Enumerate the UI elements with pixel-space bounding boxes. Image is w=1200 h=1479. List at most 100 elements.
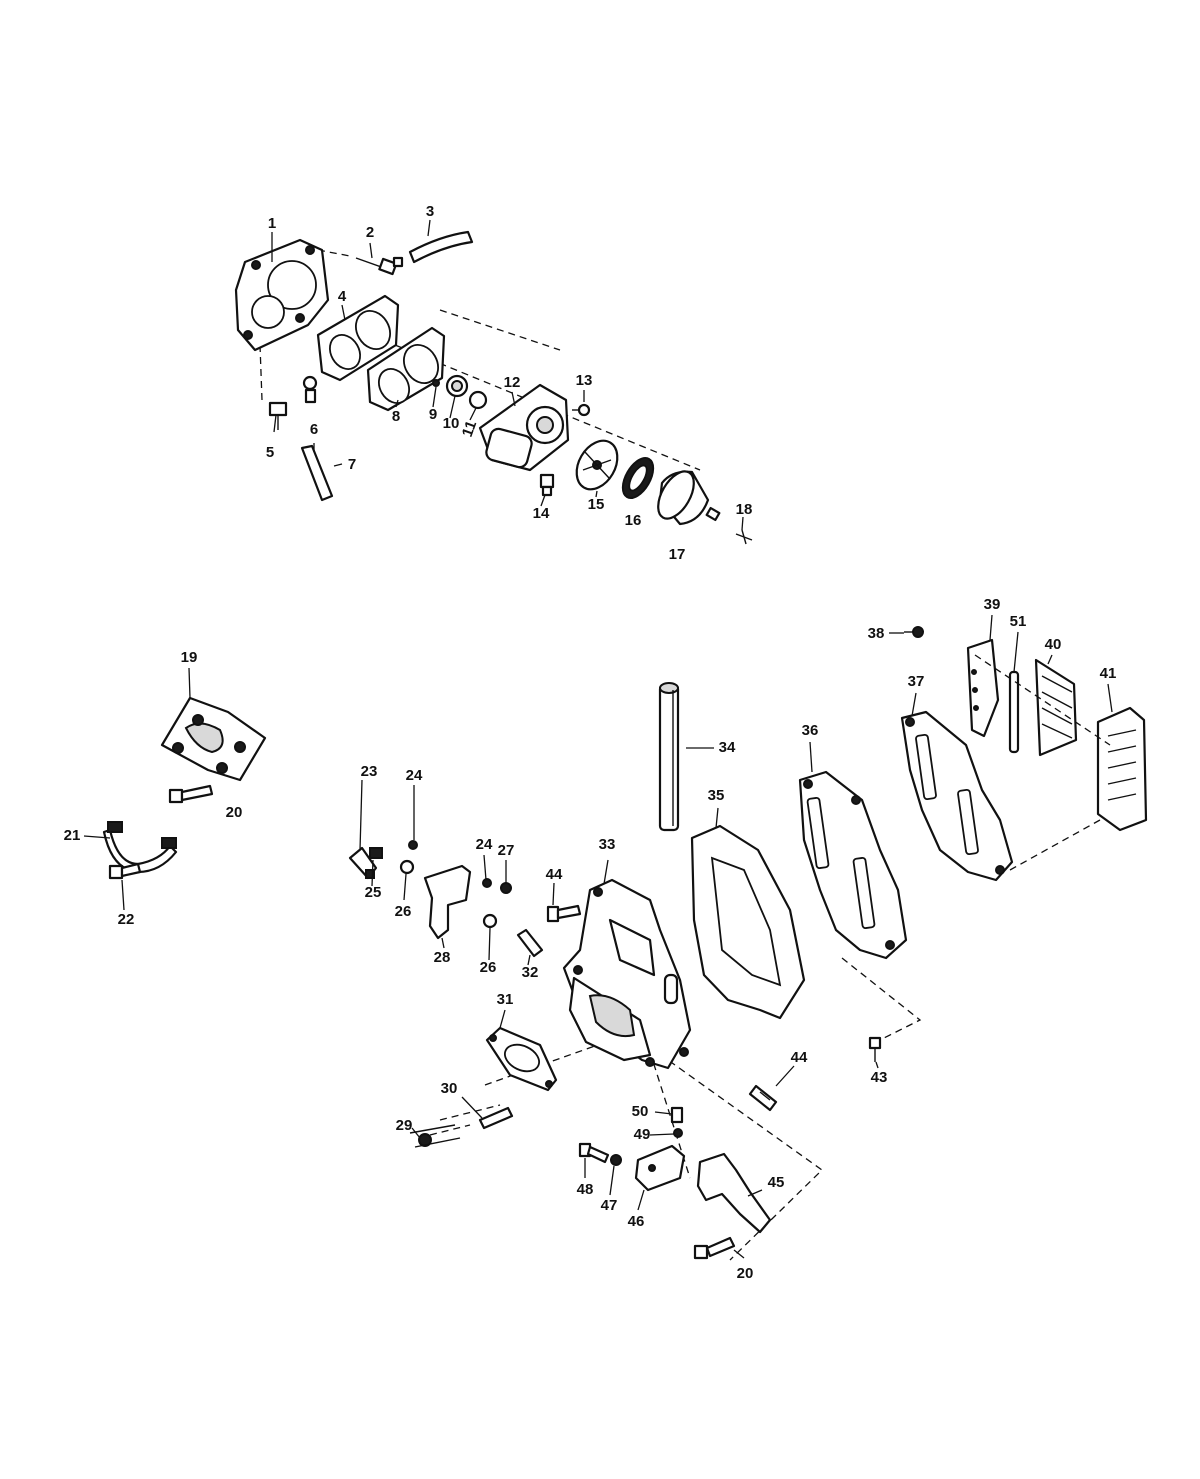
callout-20-lower: 20 [737, 1265, 754, 1282]
callout-9: 9 [429, 406, 437, 423]
callout-8: 8 [392, 408, 400, 425]
screw-part-5 [268, 401, 288, 430]
hose-part-3 [408, 230, 474, 264]
callout-23: 23 [361, 763, 378, 780]
mount-plate-part-19 [160, 696, 267, 782]
washer-part-26a [399, 859, 415, 875]
fitting-part-23 [348, 846, 378, 880]
callout-30: 30 [441, 1080, 458, 1097]
callout-12: 12 [504, 374, 521, 391]
callout-15: 15 [588, 496, 605, 513]
o-ring-part-11 [468, 390, 488, 410]
callout-29: 29 [396, 1117, 413, 1134]
callout-45: 45 [768, 1174, 785, 1191]
callout-41: 41 [1100, 665, 1117, 682]
screw-part-50 [670, 1106, 684, 1124]
callout-26-left: 26 [395, 903, 412, 920]
callout-31: 31 [497, 991, 514, 1008]
callout-3: 3 [426, 203, 434, 220]
screw-part-22 [108, 862, 142, 880]
diaphragm-part-8 [366, 326, 446, 412]
washer-part-47 [610, 1154, 622, 1166]
callout-26-right: 26 [480, 959, 497, 976]
screw-part-44-upper [546, 904, 582, 923]
throttle-arm-part-45 [696, 1152, 772, 1234]
pin-part-32 [516, 928, 544, 958]
callout-46: 46 [628, 1213, 645, 1230]
gasket-part-35 [690, 824, 806, 1020]
callout-labels: 1 2 3 4 5 6 7 8 9 10 11 12 13 14 15 16 1… [64, 203, 1117, 1282]
nut-part-24a [408, 840, 418, 850]
filter-screen-part-15 [575, 439, 619, 491]
fitting-part-6 [302, 375, 318, 404]
callout-37: 37 [908, 673, 925, 690]
fitting-part-2 [355, 256, 404, 276]
callout-16: 16 [625, 512, 642, 529]
callout-38: 38 [868, 625, 885, 642]
callout-35: 35 [708, 787, 725, 804]
screw-part-38 [904, 626, 924, 638]
reed-plate-part-37 [900, 710, 1014, 882]
callout-33: 33 [599, 836, 616, 853]
nut-part-24b [482, 878, 492, 888]
callout-18: 18 [736, 501, 753, 518]
nut-part-29 [409, 1124, 461, 1148]
callout-44-upper: 44 [546, 866, 563, 883]
callout-28: 28 [434, 949, 451, 966]
callout-27: 27 [498, 842, 515, 859]
pump-body-part-1 [234, 238, 330, 352]
stud-part-30 [478, 1106, 514, 1130]
strip-part-51 [1008, 670, 1020, 754]
callout-25: 25 [365, 884, 382, 901]
gasket-ring-part-16 [621, 457, 655, 499]
callout-11: 11 [459, 418, 480, 439]
filter-bowl-part-17 [657, 470, 721, 526]
nut-part-27 [500, 882, 512, 894]
callout-1: 1 [268, 215, 276, 232]
callout-14: 14 [533, 505, 550, 522]
callout-21: 21 [64, 827, 81, 844]
reed-plate-part-36 [798, 770, 908, 960]
callout-43: 43 [871, 1069, 888, 1086]
callout-7: 7 [348, 456, 356, 473]
reed-stop-part-39 [966, 638, 1000, 738]
intake-manifold-assembly [348, 614, 1148, 1261]
bolt-part-20-lower [693, 1236, 736, 1260]
callout-10: 10 [443, 415, 460, 432]
callout-22: 22 [118, 911, 135, 928]
callout-32: 32 [522, 964, 539, 981]
pin-part-9 [432, 379, 440, 387]
hose-part-7 [300, 444, 334, 502]
callout-34: 34 [719, 739, 736, 756]
washer-part-49 [673, 1128, 683, 1138]
washer-part-26b [482, 913, 498, 929]
callout-39: 39 [984, 596, 1001, 613]
screw-part-14 [539, 473, 555, 497]
pump-housing-part-12 [478, 383, 570, 472]
screw-part-43 [868, 1036, 882, 1062]
callout-51: 51 [1010, 613, 1027, 630]
strap-part-21 [102, 821, 178, 874]
callout-47: 47 [601, 1197, 618, 1214]
callout-50: 50 [632, 1103, 649, 1120]
callout-19: 19 [181, 649, 198, 666]
callout-40: 40 [1045, 636, 1062, 653]
check-valve-part-10 [445, 374, 469, 398]
callout-6: 6 [310, 421, 318, 438]
callout-2: 2 [366, 224, 374, 241]
callout-13: 13 [576, 372, 593, 389]
clip-part-18 [735, 529, 753, 545]
screw-part-13 [572, 403, 591, 417]
bolt-part-20-upper [168, 784, 214, 804]
reed-petals-part-40 [1034, 658, 1078, 757]
bracket-part-28 [423, 864, 472, 940]
callout-48: 48 [577, 1181, 594, 1198]
screw-part-44-lower [748, 1084, 778, 1112]
screw-part-48 [578, 1142, 610, 1164]
block-part-46 [634, 1144, 686, 1192]
callout-5: 5 [266, 444, 274, 461]
callout-4: 4 [338, 288, 347, 305]
mounting-bracket-group [83, 667, 267, 911]
callout-44-lower: 44 [791, 1049, 808, 1066]
